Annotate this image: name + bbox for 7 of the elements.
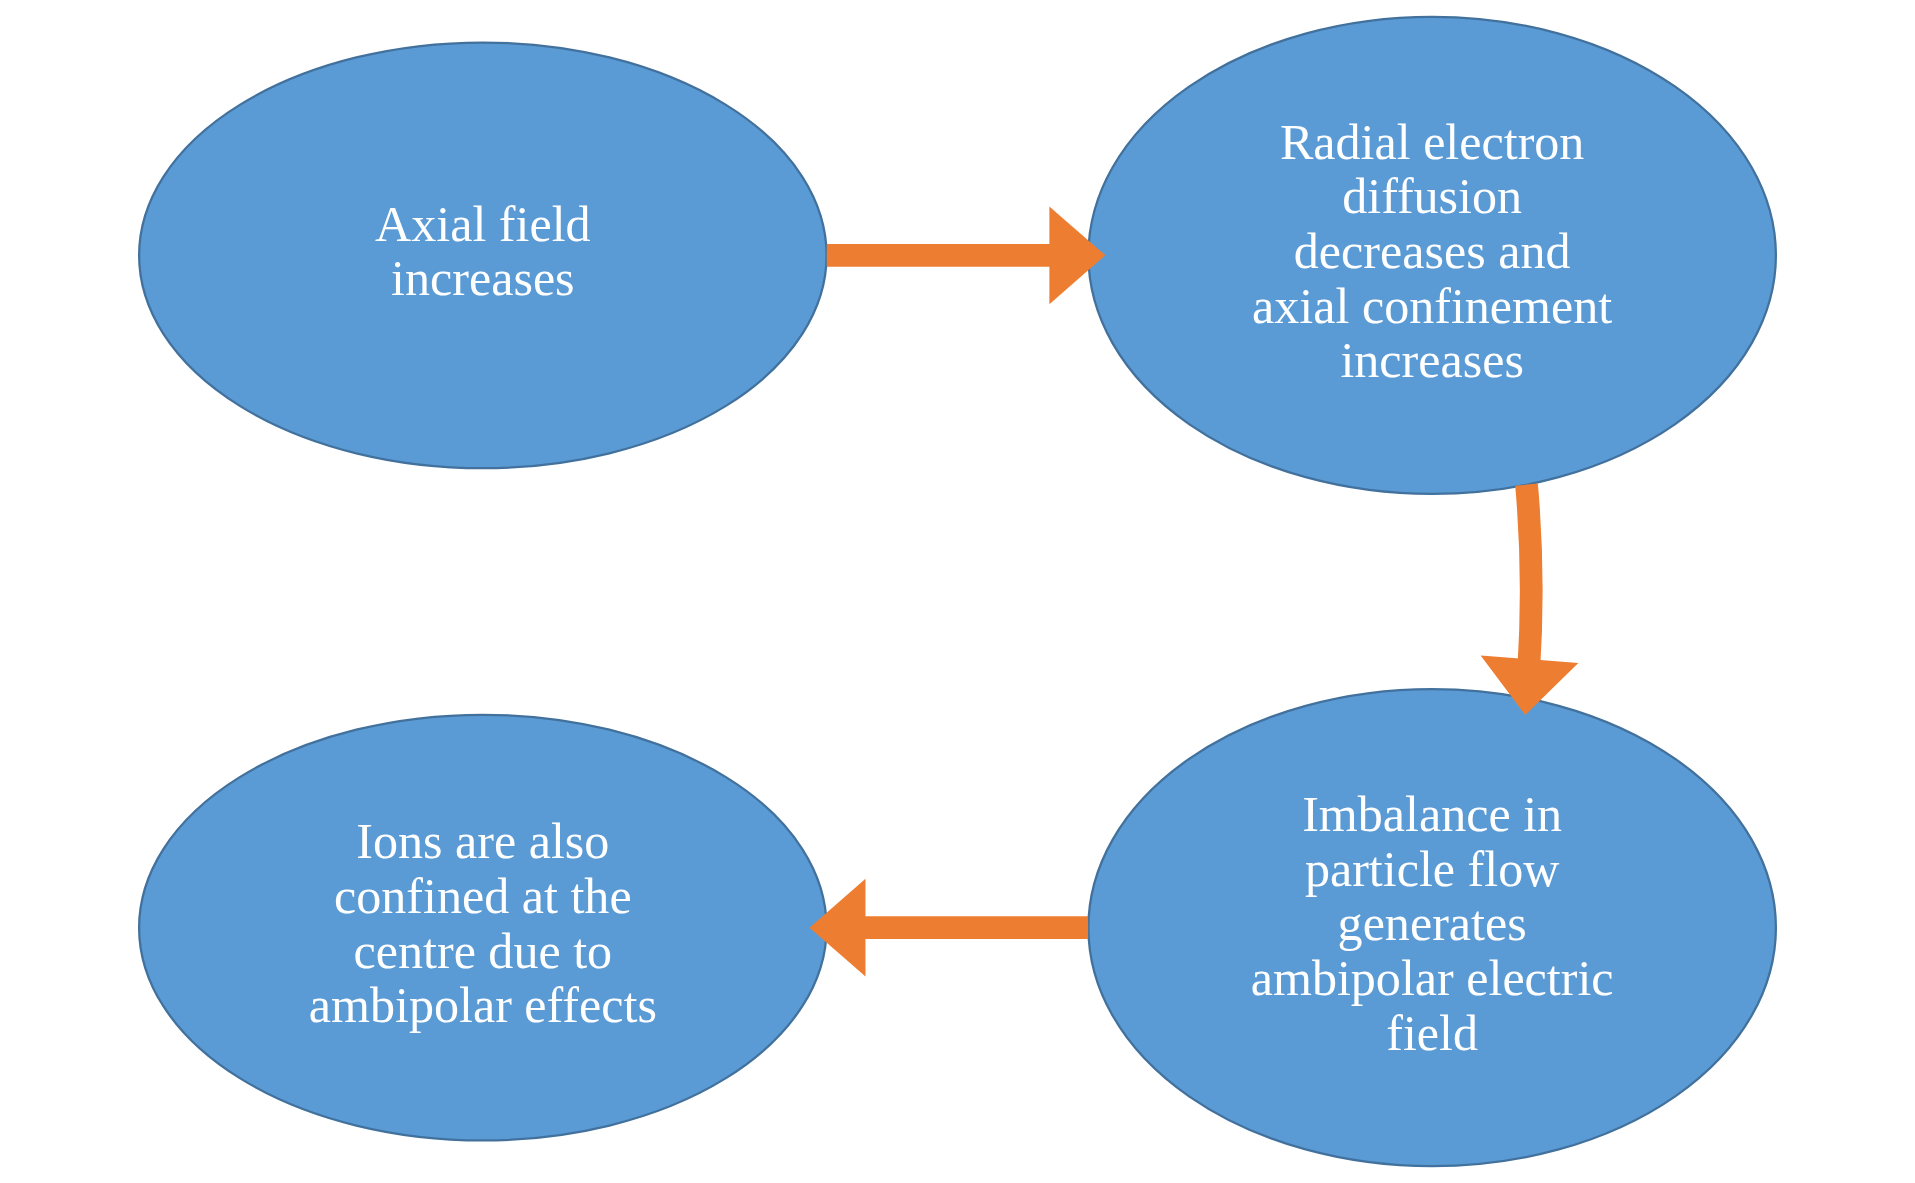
node-ellipse: Radial electron diffusion decreases and axial confinement increases [1087, 15, 1778, 496]
node-ellipse: Axial field increases [137, 41, 828, 470]
arrow [826, 206, 1106, 305]
node-ellipse: Ions are also confined at the centre due to ambipolar effects [137, 713, 828, 1142]
arrow [809, 878, 1089, 977]
arrow [1480, 483, 1579, 716]
node-ellipse: Imbalance in particle flow generates ambipolar electric field [1087, 687, 1778, 1168]
